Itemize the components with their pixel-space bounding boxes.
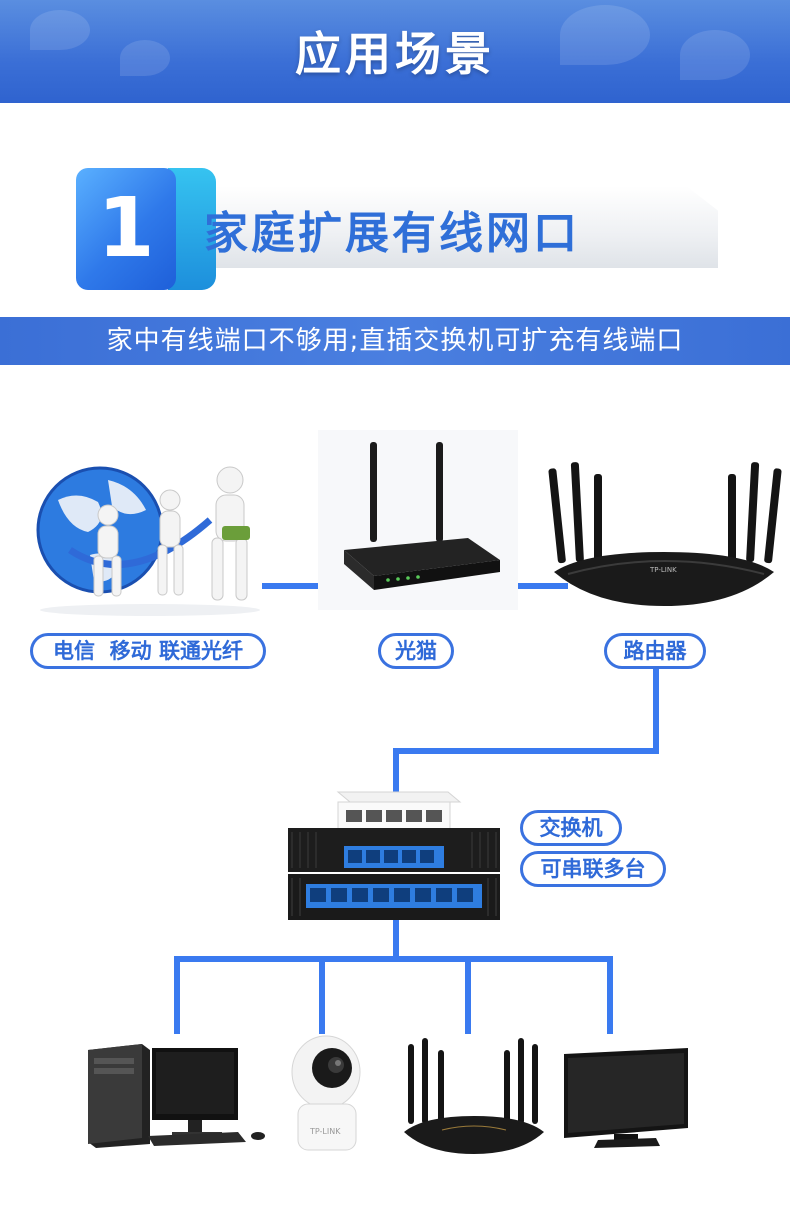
wire-switch-down (393, 916, 399, 960)
router-illustration: TP-LINK (548, 462, 782, 606)
wire-horizontal-lower (174, 956, 613, 962)
tv-illustration (564, 1048, 688, 1148)
section-number: 1 (97, 181, 155, 276)
globe-fiber-illustration (36, 466, 260, 616)
section-number-accent (168, 168, 216, 290)
label-switch: 交换机 (520, 810, 622, 846)
modem-illustration (318, 430, 518, 610)
wire-isp-modem (262, 583, 358, 589)
wire-modem-router (470, 583, 568, 589)
label-router: 路由器 (604, 633, 706, 669)
subtitle-text: 家中有线端口不够用;直插交换机可扩充有线端口 (106, 326, 684, 356)
camera-logo: TP-LINK (309, 1127, 341, 1136)
label-cascade: 可串联多台 (520, 851, 666, 887)
wire-to-switch (393, 748, 399, 798)
router-logo: TP-LINK (649, 566, 677, 574)
label-modem: 光猫 (378, 633, 454, 669)
switch-stack-illustration (288, 791, 500, 920)
label-isp-fiber: 电信 移动 联通光纤 (30, 633, 266, 669)
wire-drop-pc (174, 956, 180, 1034)
desktop-pc-illustration (88, 1044, 265, 1148)
router-bottom-illustration (404, 1038, 544, 1154)
camera-illustration: TP-LINK (291, 1035, 361, 1151)
top-banner (0, 0, 790, 103)
section-heading-bar (190, 186, 718, 268)
section-number-badge (76, 168, 176, 290)
banner-title: 应用场景 (295, 27, 495, 81)
subtitle-strip (0, 317, 790, 365)
wire-horizontal-upper (393, 748, 659, 754)
wire-drop-router2 (465, 956, 471, 1034)
wire-drop-tv (607, 956, 613, 1034)
wire-drop-camera (319, 956, 325, 1034)
section-heading: 家庭扩展有线网口 (204, 208, 580, 259)
wire-router-down (653, 660, 659, 752)
